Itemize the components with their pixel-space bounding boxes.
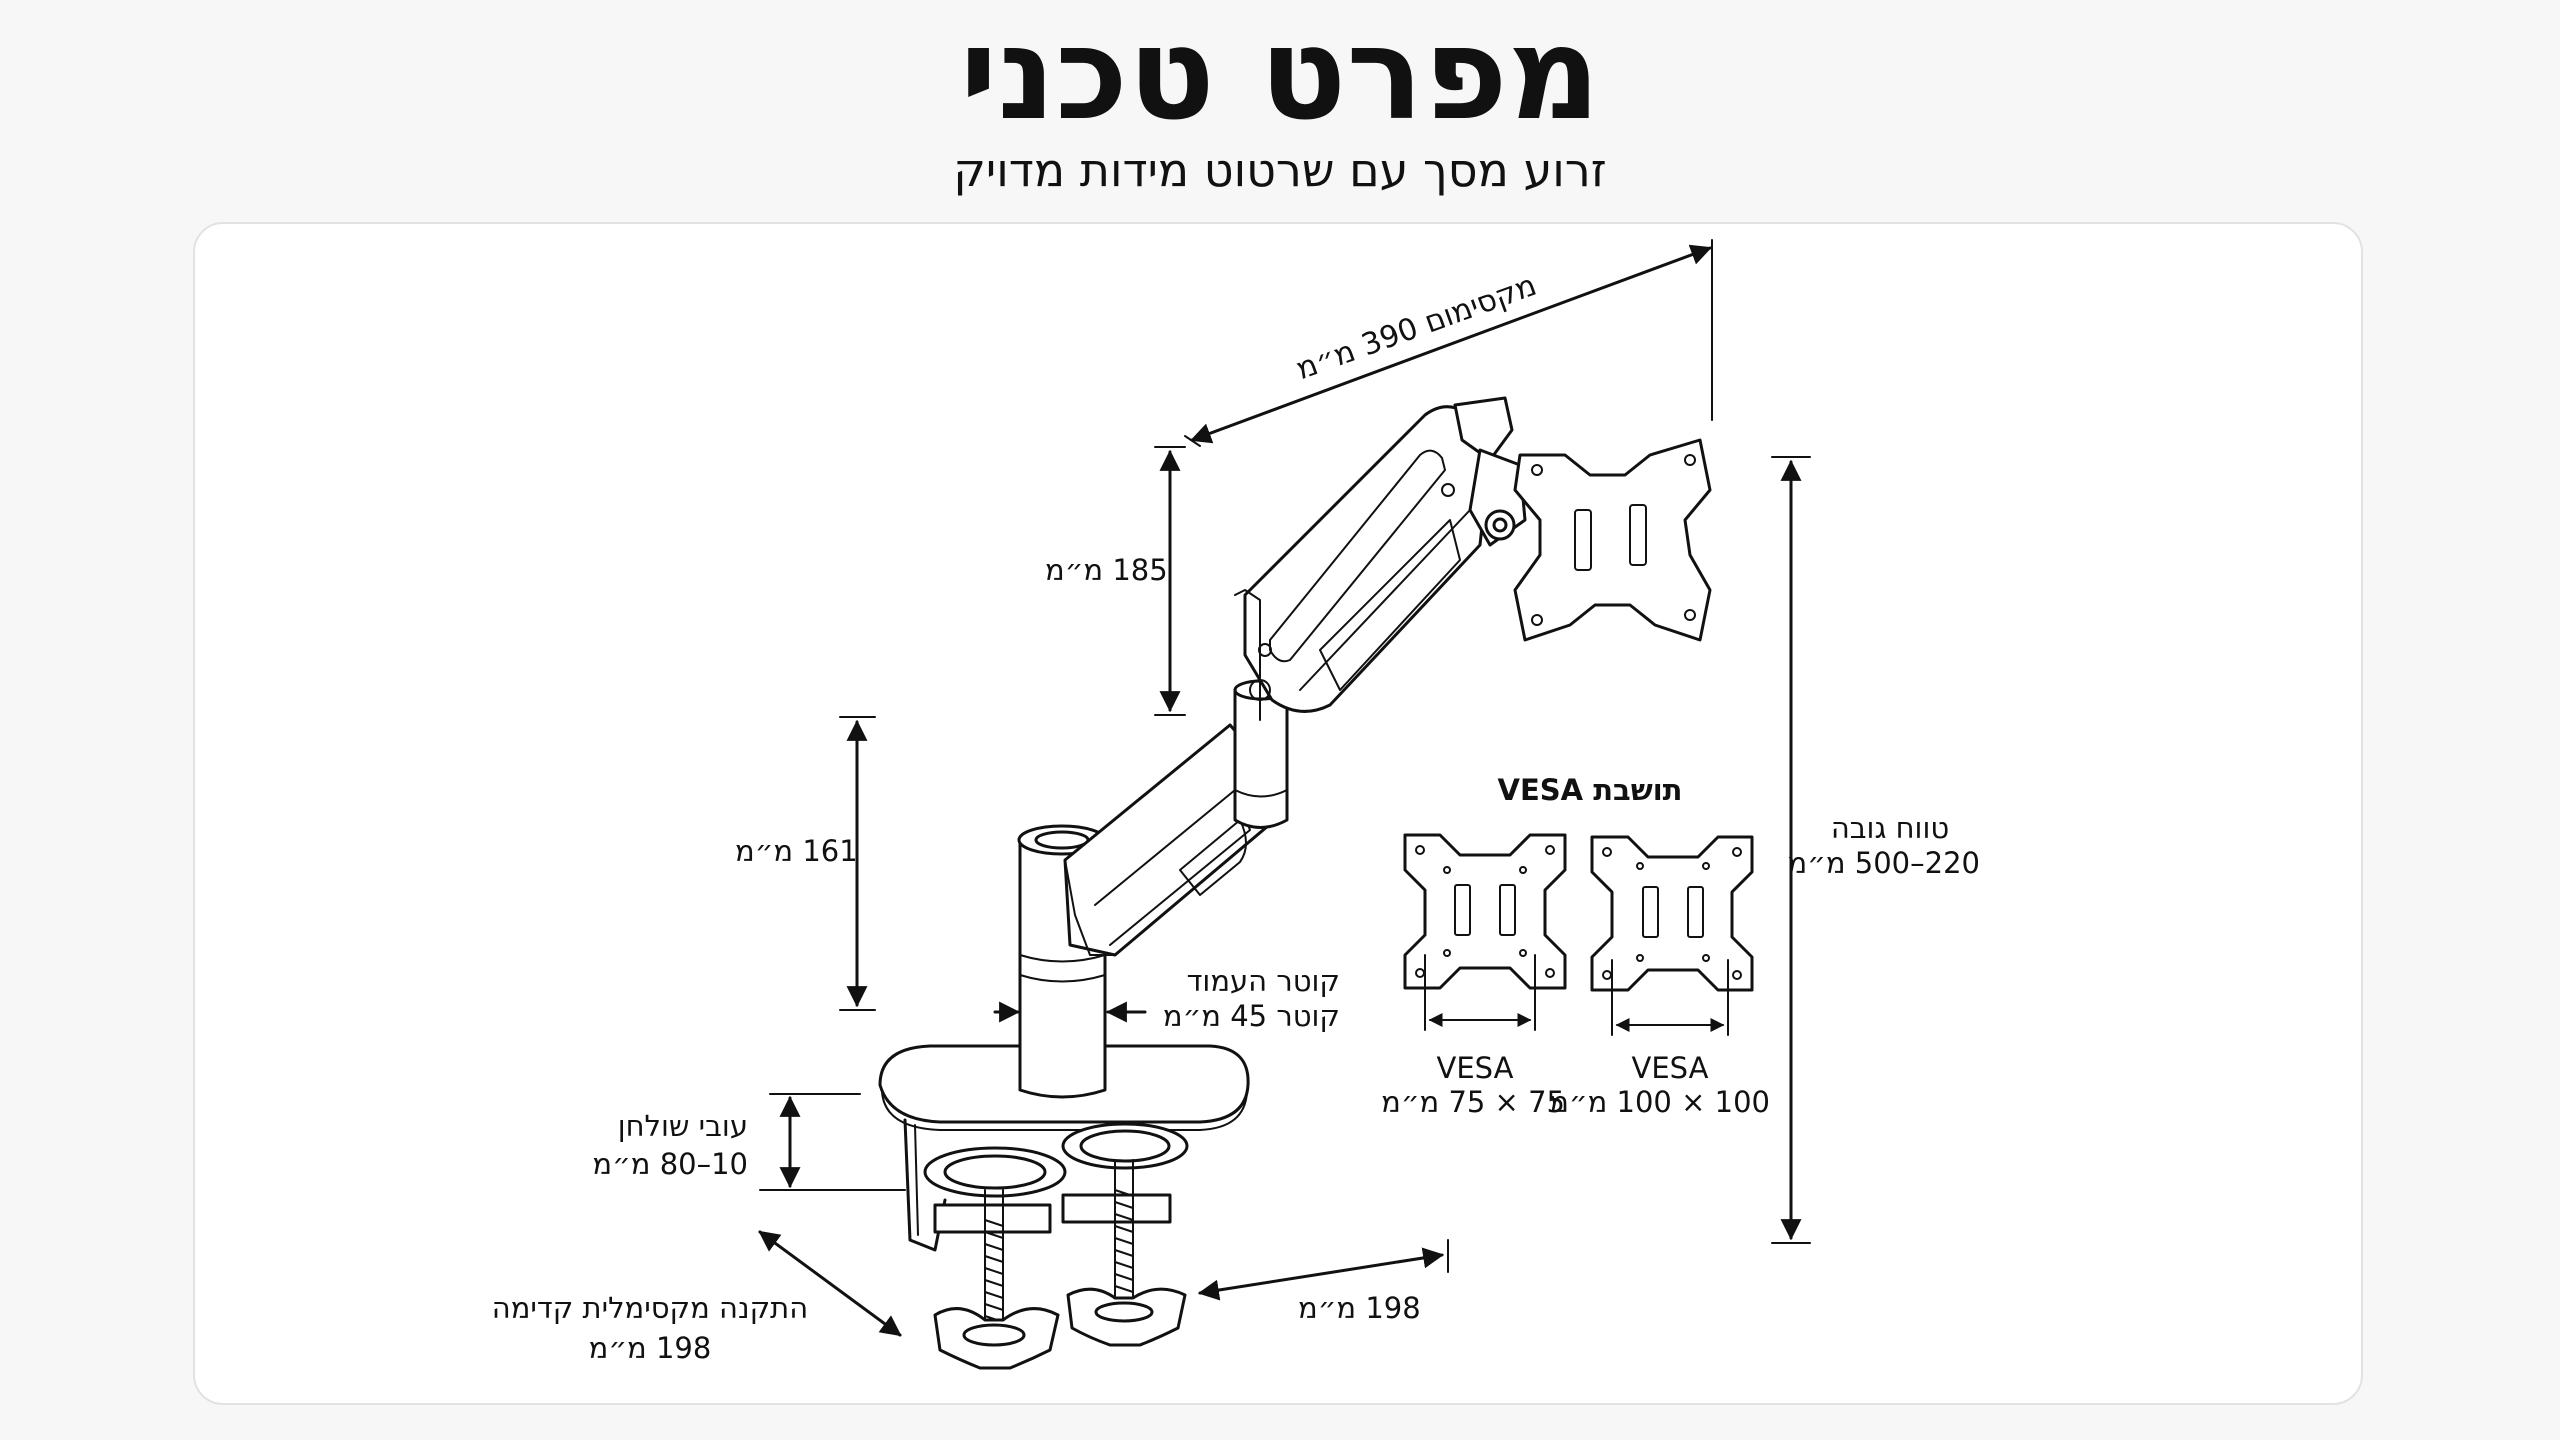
desk-thickness-dimension xyxy=(759,1093,906,1191)
upper-arm-label: 185 מ״מ xyxy=(1045,553,1168,587)
tilt-joint xyxy=(1453,396,1527,547)
clamp-depth-dimension xyxy=(1197,1239,1449,1301)
desk-thickness-title: עובי שולחן xyxy=(617,1109,748,1143)
upper-arm xyxy=(1234,405,1492,721)
upper-arm-dimension xyxy=(1154,446,1186,716)
vesa-75-label: VESA xyxy=(1436,1051,1514,1085)
vesa-section-title: תושבת VESA xyxy=(1497,773,1683,807)
pole-diameter-value: קוטר 45 מ״מ xyxy=(1162,999,1340,1033)
pole-diameter-title: קוטר העמוד xyxy=(1186,964,1340,998)
clamp-depth-label: 198 מ״מ xyxy=(1298,1291,1421,1325)
vesa-100-size: 100 × 100 מ״מ xyxy=(1549,1085,1770,1119)
vesa-100-plate xyxy=(1590,835,1754,1036)
height-range-title: טווח גובה xyxy=(1830,811,1950,845)
front-mount-value: 198 מ״מ xyxy=(588,1331,712,1365)
vesa-75-size: 75 × 75 מ״מ xyxy=(1381,1085,1565,1119)
height-range-value: 220–500 מ״מ xyxy=(1787,846,1980,880)
vesa-100-label: VESA xyxy=(1631,1051,1709,1085)
desk-thickness-value: 10–80 מ״מ xyxy=(592,1147,748,1181)
lower-arm-label: 161 מ״מ xyxy=(735,834,858,868)
arm-vesa-plate xyxy=(1513,438,1712,642)
height-range-dimension xyxy=(1771,456,1811,1244)
lower-arm-dimension xyxy=(839,716,876,1011)
max-reach-dimension xyxy=(1184,239,1713,447)
vesa-75-plate xyxy=(1403,833,1567,1031)
front-mount-dimension xyxy=(758,1230,902,1337)
page-subtitle: זרוע מסך עם שרטוט מידות מדויק xyxy=(953,143,1607,197)
front-mount-title: התקנה מקסימלית קדימה xyxy=(491,1291,809,1325)
page-title: מפרט טכני xyxy=(959,0,1601,149)
